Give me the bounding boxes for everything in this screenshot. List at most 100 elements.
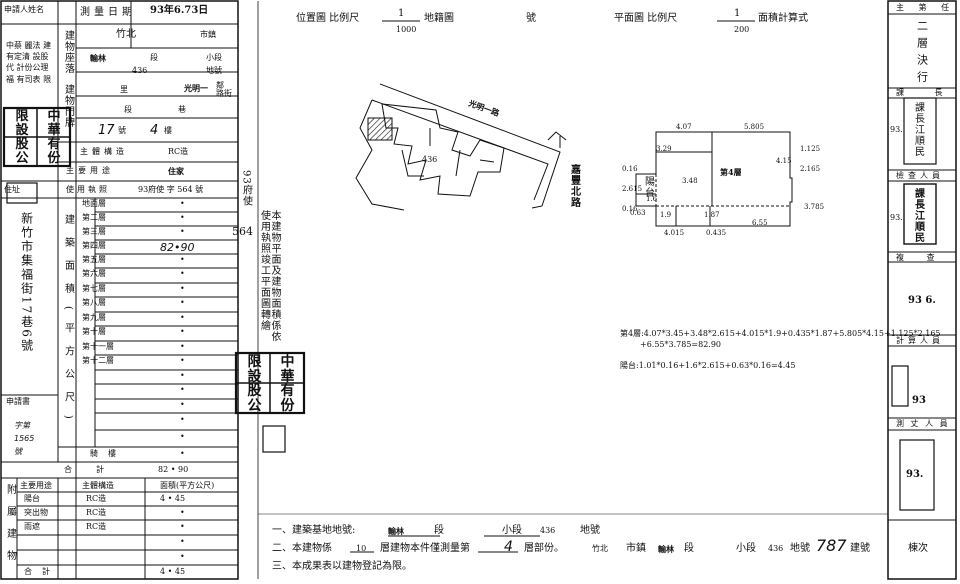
annex-header-structure: 主體構造 bbox=[82, 481, 114, 490]
subsection-suffix: 小段 bbox=[206, 53, 222, 62]
annex-row-use: 突出物 bbox=[24, 508, 48, 517]
main-use-label: 主要用途 bbox=[66, 166, 114, 175]
lane-suffix: 巷 bbox=[178, 105, 186, 114]
license-no: 564 bbox=[232, 225, 253, 238]
plan-dimension: 4.07 bbox=[676, 123, 692, 131]
application-label: 申請書 bbox=[6, 397, 30, 406]
line1-label: 一、建築基地地號: bbox=[272, 525, 356, 536]
number: 17 bbox=[98, 123, 115, 138]
line1-sub: 小段 bbox=[502, 525, 522, 536]
line2-lot: 436 bbox=[768, 544, 784, 553]
floor-area-label: 建築面積(平方公尺) bbox=[62, 214, 74, 432]
line2-text: 層建物本件僅測量第 bbox=[380, 543, 470, 554]
total-value: 82 • 90 bbox=[158, 465, 189, 474]
license-value: 93府使 字 564 號 bbox=[138, 185, 204, 194]
floor-row-label: 地面層 bbox=[82, 199, 106, 208]
number-suffix: 號 bbox=[118, 126, 126, 135]
line1-duan: 段 bbox=[434, 525, 444, 536]
balcony-label: 陽台 bbox=[642, 176, 654, 198]
review-label: 複 查 bbox=[896, 253, 945, 262]
floor-row-value: • bbox=[180, 313, 185, 322]
plan-scale: 1 bbox=[734, 8, 741, 19]
annex-row-use: 雨遮 bbox=[24, 522, 40, 531]
arcade-value: • bbox=[180, 449, 185, 458]
lot-label: 436 bbox=[422, 155, 438, 164]
floor-row-label: 第六層 bbox=[82, 269, 106, 278]
annex-row-use: 陽台 bbox=[24, 494, 40, 503]
duan-suffix: 段 bbox=[124, 105, 132, 114]
applicant-label: 申請人姓名 bbox=[4, 5, 44, 14]
line2-bsuffix: 建號 bbox=[850, 543, 870, 554]
road2-label: 嘉豐北路 bbox=[568, 164, 580, 208]
decision: 二層決行 bbox=[915, 20, 929, 88]
floor-row-label: 第十二層 bbox=[82, 356, 114, 365]
plan-dimension: 6.55 bbox=[752, 219, 768, 227]
floor-row-label: 第五層 bbox=[82, 255, 106, 264]
floor-row-value: • bbox=[180, 269, 185, 278]
license-vertical: 93府使 bbox=[240, 170, 252, 207]
line2-text2: 層部份。 bbox=[524, 543, 564, 554]
floor-plan bbox=[635, 131, 793, 227]
plan-dimension: 2.615 bbox=[622, 185, 643, 193]
address-label: 住址 bbox=[4, 185, 20, 194]
annex-label: 附屬建物 bbox=[4, 484, 16, 572]
line2-lotlabel: 地號 bbox=[790, 543, 810, 554]
floor-row-value: • bbox=[180, 371, 185, 380]
line1-section: 輸林 bbox=[388, 526, 404, 536]
arcade-label: 騎樓 bbox=[90, 449, 126, 458]
floor-row-value: • bbox=[180, 199, 185, 208]
location-label: 建物座落 bbox=[62, 30, 74, 74]
city: 竹北 bbox=[116, 29, 136, 40]
formula-2: 陽台:1.01*0.16+1.6*2.615+0.63*0.16=4.45 bbox=[620, 361, 796, 370]
inspector-stamp: 課長江順民 bbox=[912, 188, 924, 243]
survey-date-right: 93. bbox=[906, 469, 924, 480]
plan-dimension: 0.16 bbox=[622, 205, 638, 213]
line1-suffix: 地號 bbox=[580, 525, 600, 536]
annex-row-area: • bbox=[180, 537, 185, 546]
line2-order: 棟次 bbox=[908, 543, 928, 554]
floor-row-value: 82•90 bbox=[160, 241, 195, 254]
floor-row-label: 第三層 bbox=[82, 227, 106, 236]
floor-row-value: • bbox=[180, 255, 185, 264]
floor-row-value: • bbox=[180, 284, 185, 293]
floor-row-label: 第四層 bbox=[82, 241, 106, 250]
lot-no: 436 bbox=[132, 66, 148, 75]
land-no-suffix: 號 bbox=[526, 13, 536, 24]
area-calc-label: 面積計算式 bbox=[758, 13, 808, 24]
land-no-label: 地籍圖 bbox=[424, 13, 454, 24]
annex-row-area: • bbox=[180, 522, 185, 531]
location-map bbox=[355, 83, 567, 211]
floor-row-value: • bbox=[180, 298, 185, 307]
chief-date: 93. bbox=[890, 125, 903, 134]
floor-row-value: • bbox=[180, 213, 185, 222]
company-stamp-left: 限中 設華 股有 公份 bbox=[15, 109, 61, 166]
road: 光明一 bbox=[184, 83, 208, 93]
floor-row-label: 第二層 bbox=[82, 213, 106, 222]
total-label: 合計 bbox=[64, 465, 128, 474]
plan-dimension: 1.9 bbox=[660, 211, 672, 219]
floor-row-label: 第八層 bbox=[82, 298, 106, 307]
calc-date: 93 bbox=[912, 395, 926, 406]
annex-header-use: 主要用途 bbox=[20, 481, 52, 490]
plan-dimension: 5.805 bbox=[744, 123, 765, 131]
survey-label: 測 丈 人 員 bbox=[896, 419, 950, 428]
annex-row-area: • bbox=[180, 508, 185, 517]
line2-duan: 段 bbox=[684, 543, 694, 554]
license-label: 使用執照 bbox=[66, 185, 110, 194]
floor-row-value: • bbox=[180, 385, 185, 394]
line2-city-suffix: 市鎮 bbox=[626, 543, 646, 554]
line2-bno: 787 bbox=[816, 536, 847, 555]
plan-dimension: 4.015 bbox=[664, 229, 685, 237]
plan-dimension: 1.125 bbox=[800, 145, 821, 153]
line2-section: 輸林 bbox=[658, 544, 674, 554]
city-suffix: 市鎮 bbox=[200, 30, 216, 39]
plan-dimension: 3.48 bbox=[682, 177, 698, 185]
inspector-date: 93. bbox=[890, 213, 903, 222]
doorplate-label: 建物門牌 bbox=[62, 84, 74, 128]
plan-dimension: 1.87 bbox=[704, 211, 720, 219]
plan-dimension: 2.165 bbox=[800, 165, 821, 173]
plan-scale-den: 200 bbox=[734, 25, 750, 34]
plan-dimension: 0.63 bbox=[630, 209, 646, 217]
floor-row-value: • bbox=[180, 356, 185, 365]
